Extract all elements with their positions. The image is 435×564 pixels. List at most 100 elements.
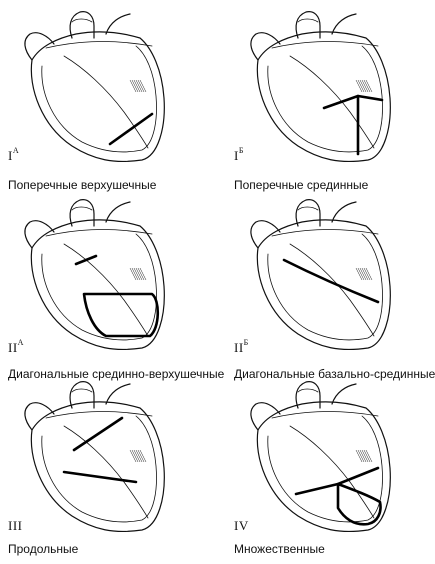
hatch-line bbox=[135, 449, 143, 463]
atrial-appendage bbox=[24, 220, 55, 249]
heart-outline bbox=[256, 219, 391, 351]
pulmonary-vessel bbox=[331, 383, 357, 405]
hatch-line bbox=[357, 79, 365, 93]
atrial-appendage bbox=[250, 220, 281, 249]
pulmonary-vessel bbox=[105, 383, 131, 405]
hatch-line bbox=[365, 449, 373, 463]
aorta-vessel bbox=[69, 381, 95, 409]
endocardial-contour bbox=[41, 233, 157, 341]
endocardial-contour bbox=[41, 45, 157, 153]
hatch-line bbox=[139, 79, 147, 93]
hatch-line bbox=[139, 267, 147, 281]
heart-diagram-i-a bbox=[24, 11, 165, 163]
panel-caption: Продольные bbox=[8, 542, 79, 556]
septal-line bbox=[289, 243, 375, 337]
hatch-line bbox=[131, 79, 139, 93]
hatch-line bbox=[363, 79, 371, 93]
hatch-line bbox=[365, 267, 373, 281]
septal-line bbox=[63, 425, 149, 519]
aorta-vessel bbox=[295, 11, 321, 39]
pulmonary-vessel bbox=[331, 201, 357, 223]
epicardial-fold bbox=[45, 411, 153, 419]
hatch-line bbox=[355, 449, 363, 463]
panel-iv: IV Множественные bbox=[228, 378, 428, 564]
hatch-line bbox=[361, 79, 369, 93]
panel-numeral: IIБ bbox=[234, 338, 249, 355]
aorta-ring bbox=[71, 388, 93, 393]
panel-caption: Поперечные верхушечные bbox=[8, 178, 157, 192]
lesion-line bbox=[336, 482, 382, 526]
heart-outline bbox=[256, 31, 391, 163]
aorta-vessel bbox=[69, 11, 95, 39]
endocardial-contour bbox=[41, 415, 157, 523]
panel-numeral: IIА bbox=[8, 338, 24, 355]
atrial-appendage bbox=[24, 402, 55, 431]
endocardial-contour bbox=[267, 45, 383, 153]
panel-numeral: III bbox=[8, 518, 23, 533]
hatch-line bbox=[359, 449, 367, 463]
heart-diagram-iii bbox=[24, 381, 165, 533]
epicardial-fold bbox=[45, 229, 153, 237]
endocardial-contour bbox=[267, 415, 383, 523]
hatch-line bbox=[363, 449, 371, 463]
hatch-line bbox=[355, 267, 363, 281]
heart-diagram-ii-b bbox=[250, 199, 391, 351]
hatch-line bbox=[357, 449, 365, 463]
hatch-line bbox=[137, 449, 145, 463]
septal-line bbox=[63, 55, 149, 149]
aorta-ring bbox=[297, 18, 319, 23]
aorta-ring bbox=[297, 388, 319, 393]
hatch-line bbox=[137, 79, 145, 93]
hatch-line bbox=[363, 267, 371, 281]
lesion-line bbox=[322, 94, 384, 110]
septal-line bbox=[63, 243, 149, 337]
lesion-line bbox=[282, 258, 380, 304]
panel-i-a: IА Поперечные верхушечные bbox=[2, 8, 202, 194]
atrial-appendage bbox=[250, 402, 281, 431]
epicardial-fold bbox=[271, 229, 379, 237]
hatch-line bbox=[131, 267, 139, 281]
hatch-line bbox=[131, 449, 139, 463]
lesion-line bbox=[62, 470, 138, 484]
epicardial-fold bbox=[271, 41, 379, 49]
pulmonary-vessel bbox=[331, 13, 357, 35]
hatch-line bbox=[133, 79, 141, 93]
heart-outline bbox=[30, 31, 165, 163]
hatch-line bbox=[137, 267, 145, 281]
hatch-line bbox=[361, 267, 369, 281]
heart-diagram-iv bbox=[250, 381, 391, 533]
aorta-vessel bbox=[295, 199, 321, 227]
atrial-appendage bbox=[250, 32, 281, 61]
hatch-line bbox=[359, 79, 367, 93]
hatch-line bbox=[361, 449, 369, 463]
hatch-line bbox=[129, 449, 137, 463]
panel-i-b: IБ Поперечные срединные bbox=[228, 8, 428, 194]
panel-ii-b: IIБ Диагональные базально-срединные bbox=[228, 196, 435, 382]
heart-outline bbox=[30, 219, 165, 351]
hatch-line bbox=[129, 267, 137, 281]
aorta-ring bbox=[71, 18, 93, 23]
panel-caption: Поперечные срединные bbox=[234, 178, 369, 192]
hatch-line bbox=[129, 79, 137, 93]
heart-outline bbox=[30, 401, 165, 533]
septal-line bbox=[289, 425, 375, 519]
hatch-line bbox=[133, 267, 141, 281]
panel-ii-a: IIА Диагональные срединно-верхушечные bbox=[2, 196, 224, 382]
heart-outline bbox=[256, 401, 391, 533]
epicardial-fold bbox=[271, 411, 379, 419]
panel-numeral: IV bbox=[234, 518, 249, 533]
pulmonary-vessel bbox=[105, 13, 131, 35]
endocardial-contour bbox=[267, 233, 383, 341]
lesion-line bbox=[82, 292, 160, 338]
aorta-vessel bbox=[295, 381, 321, 409]
aorta-ring bbox=[297, 206, 319, 211]
septal-line bbox=[289, 55, 375, 149]
hatch-line bbox=[365, 79, 373, 93]
hatch-line bbox=[135, 267, 143, 281]
lesion-line bbox=[108, 112, 154, 146]
pulmonary-vessel bbox=[105, 201, 131, 223]
panel-caption: Множественные bbox=[234, 542, 325, 556]
hatch-line bbox=[355, 79, 363, 93]
panel-iii: III Продольные bbox=[2, 378, 202, 564]
heart-diagram-ii-a bbox=[24, 199, 165, 351]
